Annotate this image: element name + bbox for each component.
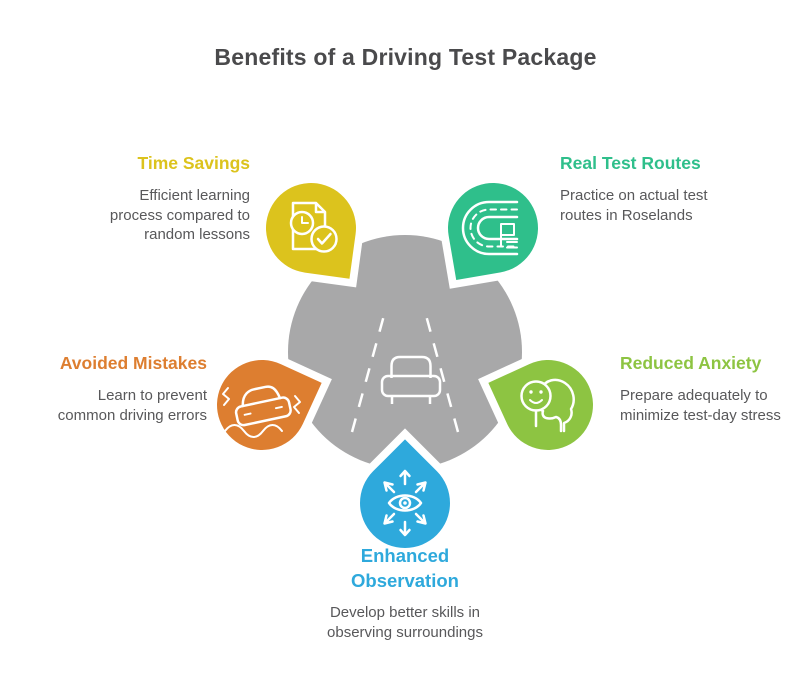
benefit-description: Prepare adequately to minimize test-day … <box>620 387 781 424</box>
benefit-time-savings: Time Savings Efficient learning process … <box>30 151 250 245</box>
skidding-car-icon <box>222 385 301 438</box>
benefit-title: Enhanced Observation <box>351 545 459 591</box>
benefit-avoided-mistakes: Avoided Mistakes Learn to prevent common… <box>0 351 207 425</box>
page-title: Benefits of a Driving Test Package <box>214 44 597 70</box>
document-check-icon <box>289 201 338 253</box>
teardrop-real-test-routes <box>448 183 538 280</box>
teardrop-time-savings <box>266 183 356 279</box>
teardrop-avoided-mistakes <box>217 360 322 450</box>
benefit-description: Learn to prevent common driving errors <box>57 387 207 424</box>
benefit-description: Develop better skills in observing surro… <box>327 604 483 641</box>
observation-eye-icon <box>383 469 427 537</box>
benefit-description: Practice on actual test routes in Rosela… <box>560 187 708 224</box>
benefit-title: Reduced Anxiety <box>620 353 762 373</box>
center-circle <box>288 235 522 469</box>
road-lane-line-right <box>422 307 460 433</box>
car-icon <box>380 355 442 404</box>
benefit-description: Efficient learning process compared to r… <box>109 187 250 243</box>
teardrop-enhanced-observation <box>360 439 450 548</box>
benefit-enhanced-observation: Enhanced Observation Develop better skil… <box>285 543 525 642</box>
benefit-title: Avoided Mistakes <box>59 353 207 373</box>
benefit-reduced-anxiety: Reduced Anxiety Prepare adequately to mi… <box>620 351 805 425</box>
route-icon <box>461 200 519 256</box>
benefit-title: Real Test Routes <box>560 153 701 173</box>
calm-mind-icon <box>520 378 575 433</box>
benefit-real-test-routes: Real Test Routes Practice on actual test… <box>560 151 790 225</box>
road-with-car-icon <box>350 307 460 433</box>
road-lane-line-left <box>350 307 388 433</box>
teardrop-reduced-anxiety <box>488 360 593 450</box>
benefit-title: Time Savings <box>137 153 250 173</box>
